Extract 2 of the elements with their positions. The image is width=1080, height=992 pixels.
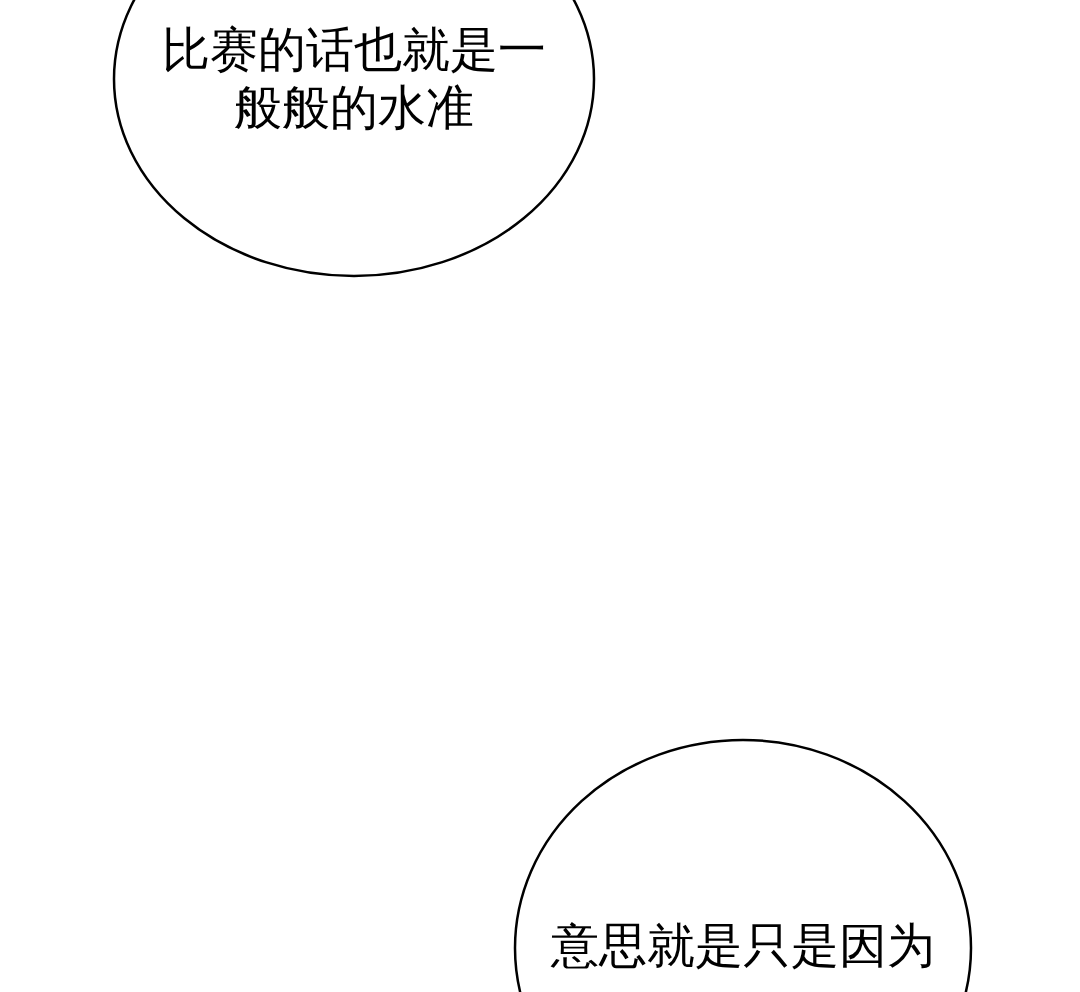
speech-text: 比赛的话也就是一般般的水准: [161, 20, 547, 136]
speech-text: 意思就是只是因为: [550, 916, 936, 974]
